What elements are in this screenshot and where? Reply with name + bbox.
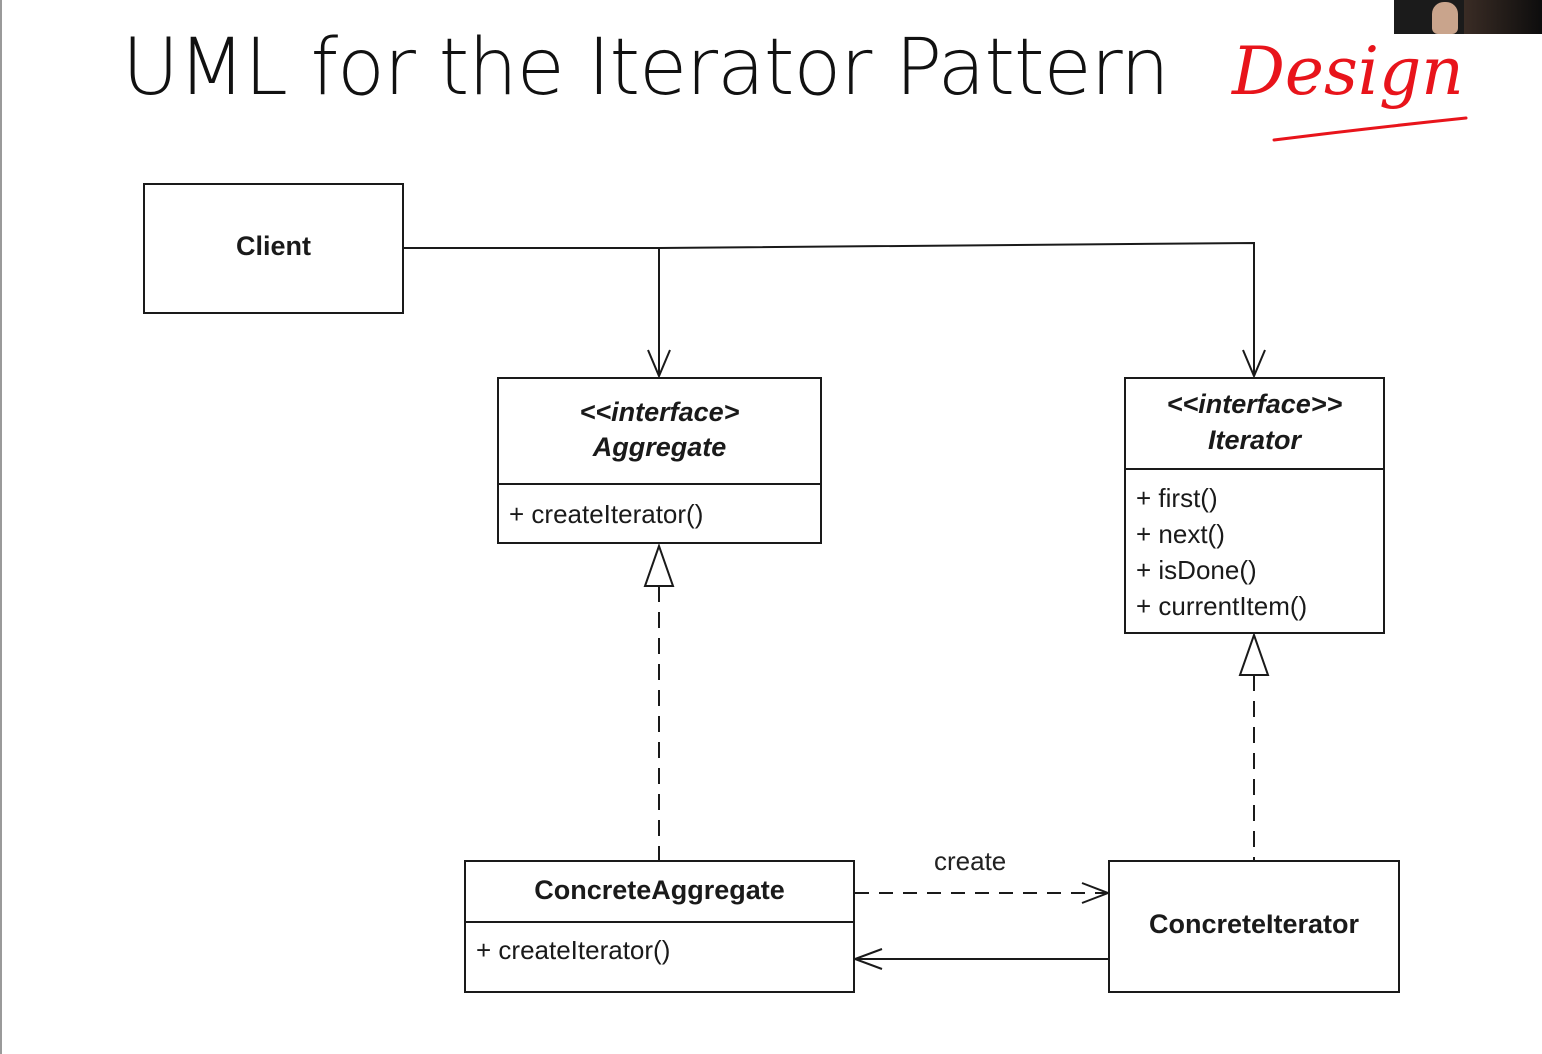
- iterator-operation-first: + first(): [1136, 483, 1218, 513]
- iterator-stereotype: <<interface>>: [1166, 389, 1343, 419]
- client-to-aggregate-line: [403, 247, 660, 376]
- aggregate-interface-box[interactable]: <<interface> Aggregate + createIterator(…: [497, 377, 822, 544]
- aggregate-arrowhead: [647, 349, 671, 379]
- aggregate-operation: + createIterator(): [509, 499, 704, 529]
- concrete-aggregate-class-name: ConcreteAggregate: [534, 875, 785, 905]
- client-class-box[interactable]: Client: [143, 183, 404, 314]
- aggregate-realization-triangle: [643, 542, 675, 587]
- iterator-operations: + first() + next() + isDone() + currentI…: [1136, 480, 1307, 624]
- iterator-to-aggregate-arrowhead: [852, 948, 883, 970]
- client-to-iterator-line: [658, 241, 1255, 376]
- concrete-aggregate-operation: + createIterator(): [476, 935, 671, 965]
- aggregate-stereotype: <<interface>: [579, 397, 740, 427]
- slide-title: UML for the Iterator Pattern: [122, 23, 1170, 113]
- webcam-person: [1432, 2, 1458, 34]
- iterator-divider: [1126, 468, 1383, 470]
- iterator-operation-isdone: + isDone(): [1136, 555, 1257, 585]
- aggregate-divider: [499, 483, 820, 485]
- aggregate-operations: + createIterator(): [509, 496, 703, 532]
- handwritten-annotation: Design: [1232, 33, 1464, 110]
- webcam-background: [1464, 0, 1542, 34]
- concrete-aggregate-operations: + createIterator(): [476, 932, 670, 968]
- concrete-aggregate-class-box[interactable]: ConcreteAggregate + createIterator(): [464, 860, 855, 993]
- slide-left-border: [0, 0, 2, 1054]
- annotation-underline: [1272, 116, 1468, 142]
- client-class-name: Client: [235, 231, 311, 261]
- aggregate-interface-name: Aggregate: [592, 432, 727, 462]
- iterator-realization-triangle: [1238, 631, 1270, 676]
- iterator-interface-name: Iterator: [1207, 425, 1302, 455]
- iterator-operation-currentitem: + currentItem(): [1136, 591, 1308, 621]
- iterator-arrowhead: [1242, 349, 1266, 379]
- webcam-thumbnail[interactable]: [1394, 0, 1542, 34]
- iterator-operation-next: + next(): [1136, 519, 1225, 549]
- concrete-iterator-class-name: ConcreteIterator: [1148, 909, 1360, 939]
- create-relationship-label: create: [934, 846, 1007, 876]
- concrete-iterator-class-box[interactable]: ConcreteIterator: [1108, 860, 1400, 993]
- concrete-aggregate-divider: [466, 921, 853, 923]
- iterator-interface-box[interactable]: <<interface>> Iterator + first() + next(…: [1124, 377, 1385, 634]
